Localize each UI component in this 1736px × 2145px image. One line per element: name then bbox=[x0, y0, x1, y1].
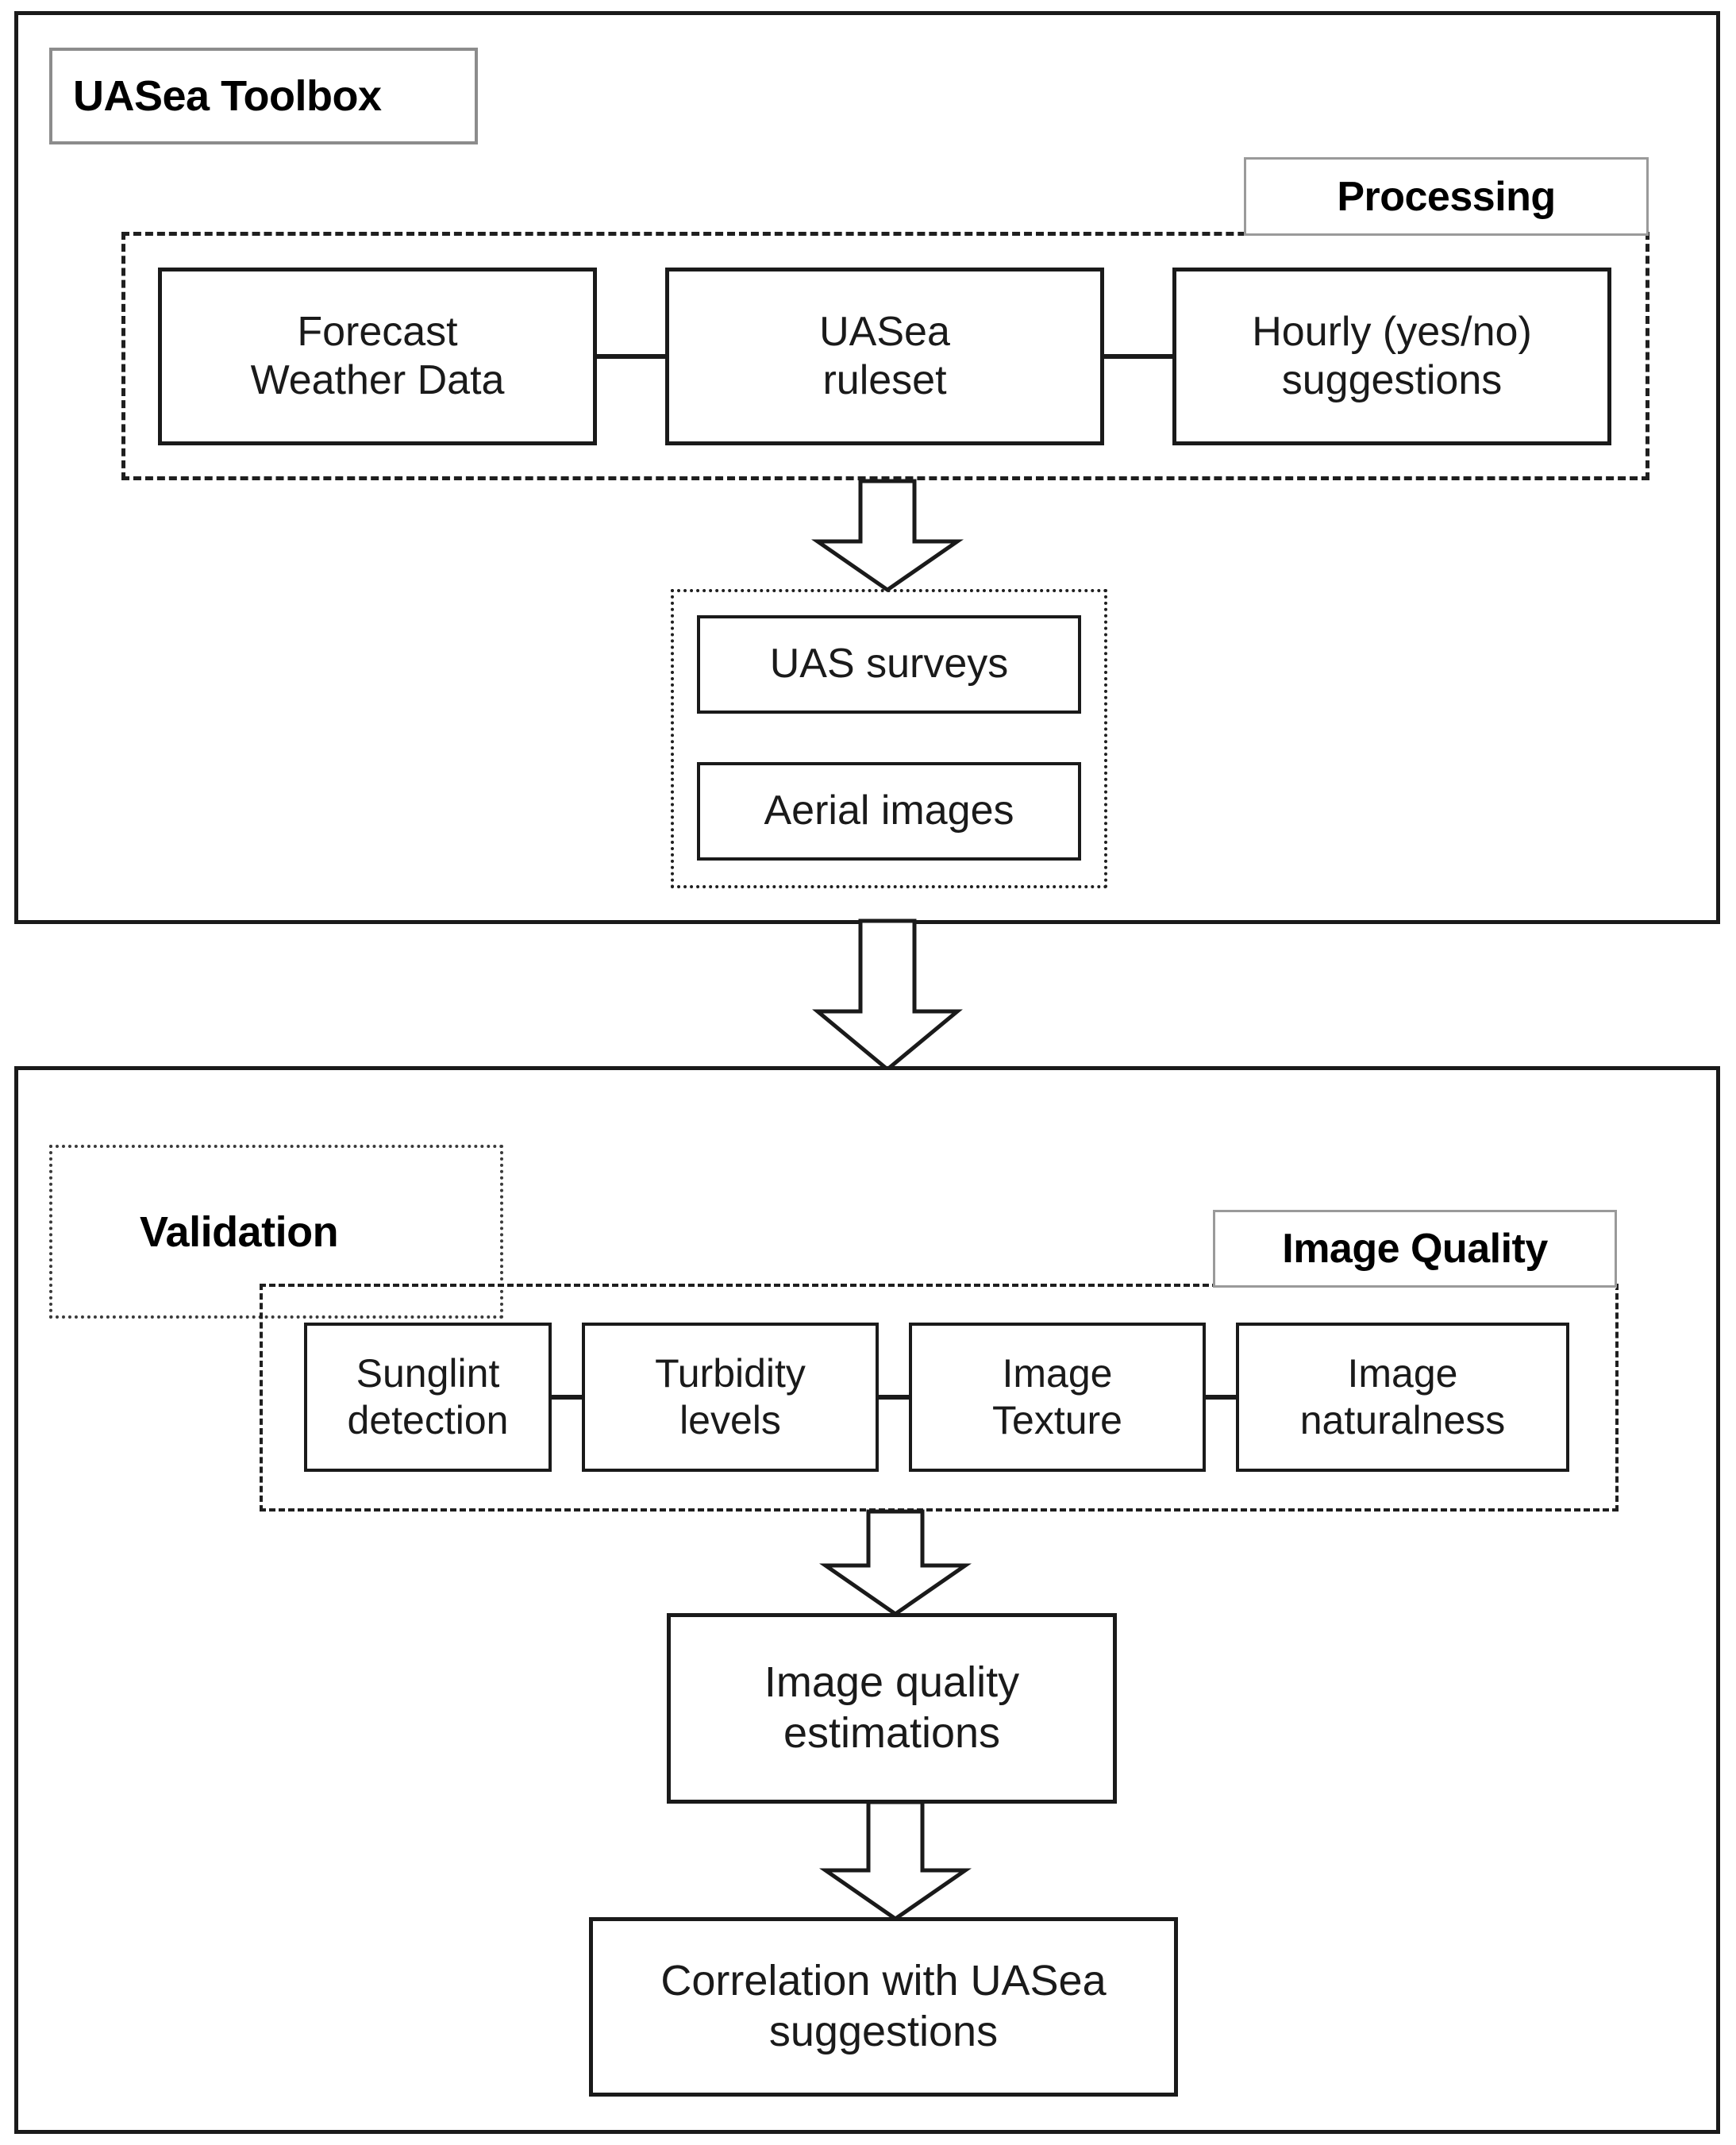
node-turbidity-levels-label: Turbidity levels bbox=[655, 1351, 806, 1442]
arrow-processing-to-surveys bbox=[811, 479, 964, 593]
node-uas-surveys-label: UAS surveys bbox=[769, 641, 1009, 687]
connector-forecast-to-ruleset bbox=[595, 354, 668, 359]
group-title-image-quality-label: Image Quality bbox=[1282, 1226, 1548, 1272]
node-hourly-suggestions-label: Hourly (yes/no) suggestions bbox=[1252, 308, 1532, 403]
group-title-processing-label: Processing bbox=[1337, 173, 1556, 220]
panel-title-validation-label: Validation bbox=[140, 1207, 339, 1256]
arrow-toolbox-to-validation bbox=[812, 918, 963, 1072]
node-image-naturalness-label: Image naturalness bbox=[1299, 1351, 1506, 1442]
node-correlation-with-uasea-suggestions: Correlation with UASea suggestions bbox=[589, 1917, 1178, 2097]
group-title-processing: Processing bbox=[1244, 157, 1649, 236]
panel-title-uasea-toolbox-label: UASea Toolbox bbox=[73, 72, 382, 120]
panel-title-uasea-toolbox: UASea Toolbox bbox=[49, 48, 478, 144]
node-image-naturalness: Image naturalness bbox=[1236, 1323, 1569, 1472]
node-uasea-ruleset-label: UASea ruleset bbox=[819, 308, 950, 403]
connector-ruleset-to-hourly bbox=[1103, 354, 1176, 359]
node-hourly-suggestions: Hourly (yes/no) suggestions bbox=[1172, 268, 1611, 445]
node-aerial-images-label: Aerial images bbox=[764, 788, 1014, 834]
connector-turbidity-to-texture bbox=[877, 1395, 910, 1400]
node-uasea-ruleset: UASea ruleset bbox=[665, 268, 1104, 445]
connector-texture-to-naturalness bbox=[1204, 1395, 1238, 1400]
group-title-image-quality: Image Quality bbox=[1213, 1210, 1617, 1288]
arrow-quality-to-estimations bbox=[819, 1509, 972, 1617]
node-aerial-images: Aerial images bbox=[697, 762, 1081, 861]
node-image-quality-estimations-label: Image quality estimations bbox=[764, 1658, 1020, 1757]
node-image-texture-label: Image Texture bbox=[992, 1351, 1122, 1442]
node-turbidity-levels: Turbidity levels bbox=[582, 1323, 879, 1472]
node-image-texture: Image Texture bbox=[909, 1323, 1206, 1472]
node-correlation-with-uasea-suggestions-label: Correlation with UASea suggestions bbox=[660, 1957, 1107, 2055]
group-survey-outputs bbox=[671, 589, 1107, 888]
node-forecast-weather-data: Forecast Weather Data bbox=[158, 268, 597, 445]
connector-sunglint-to-turbidity bbox=[550, 1395, 583, 1400]
arrow-estimations-to-correlation bbox=[819, 1800, 972, 1922]
panel-title-validation: Validation bbox=[49, 1145, 503, 1319]
node-sunglint-detection-label: Sunglint detection bbox=[347, 1351, 509, 1442]
node-sunglint-detection: Sunglint detection bbox=[304, 1323, 552, 1472]
node-image-quality-estimations: Image quality estimations bbox=[667, 1613, 1117, 1804]
group-image-quality bbox=[260, 1284, 1619, 1512]
node-uas-surveys: UAS surveys bbox=[697, 615, 1081, 714]
group-processing bbox=[121, 232, 1649, 480]
node-forecast-weather-data-label: Forecast Weather Data bbox=[250, 308, 505, 403]
